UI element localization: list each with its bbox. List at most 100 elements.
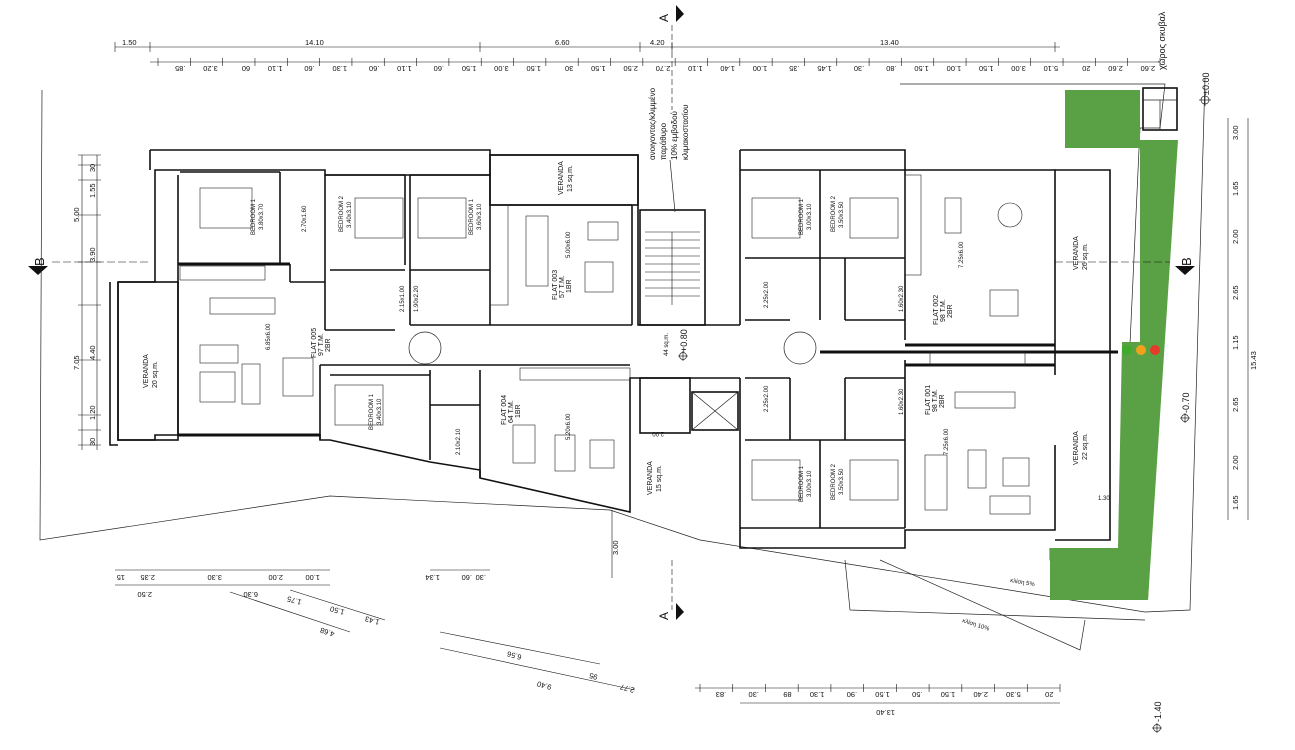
section-mark-a-bottom: A [657,560,684,620]
size-bath-h: 1.60x2.30 [899,388,905,415]
dim-top-part: 60 [242,64,250,73]
svg-text:13 sq.m.: 13 sq.m. [567,165,574,192]
dim-bl-12: 1.34 [425,573,440,582]
svg-text:22 sq.m.: 22 sq.m. [1082,433,1089,460]
dim-bottom-part: 2.40 [973,690,988,699]
dim-left-2: 1.55 [88,183,97,198]
svg-text:παράθυρο: παράθυρο [659,122,668,160]
size-bath-a: 2.70x1.60 [302,205,308,232]
svg-text:FLAT 005: FLAT 005 [311,328,318,358]
section-mark-a-top: A [657,5,684,110]
dim-top-part: 3.00 [1011,64,1026,73]
svg-text:+0.80: +0.80 [679,329,689,352]
label-bedroom2-a: BEDROOM 2 [339,195,345,232]
light-amber-icon [1136,345,1146,355]
dim-top-part: .60 [304,64,314,73]
dim-left-6: 4.40 [88,345,97,360]
dim-right-2: 1.65 [1231,181,1240,196]
svg-text:FLAT 001: FLAT 001 [925,385,932,415]
svg-text:FLAT 004: FLAT 004 [501,395,508,425]
size-living-003: 5.00x6.00 [566,231,572,258]
section-mark-b-left: B [28,257,150,275]
flat-003-label: FLAT 003 57 T.M. 1BR [552,270,573,300]
svg-text:κλιμακοστασίου: κλιμακοστασίου [681,104,690,160]
size-bedroom1-b: 3.60x3.10 [477,203,483,230]
flat-004-label: FLAT 004 64 T.M. 1BR [501,395,522,425]
dim-left-7: 1.20 [88,405,97,420]
dim-top-part: .80 [886,64,896,73]
label-bedroom1-b: BEDROOM 1 [469,198,475,235]
svg-text:1BR: 1BR [566,279,573,293]
dim-top-part: 20 [1082,64,1090,73]
dim-bottom-part: .30 [748,690,758,699]
label-bedroom1-d: BEDROOM 1 [369,393,375,430]
size-bedroom1-e: 3.00x3.10 [807,470,813,497]
dim-bc-1: 6.56 [506,649,522,661]
dim-right-7: 2.00 [1231,455,1240,470]
dim-bottom-part: 89 [783,690,791,699]
site-boundary [39,77,1206,613]
svg-text:B: B [32,257,47,266]
svg-text:B: B [1179,257,1194,266]
stair-notes: ανοιγοντας/κλιμμένο παράθυρο 10% εμβαδού… [648,87,690,213]
left-dimensions: 30 1.55 5.00 3.90 7.05 4.40 1.20 30 [72,154,101,450]
dim-top-part: 1.00 [947,64,962,73]
dim-left-4: 3.90 [88,247,97,262]
dim-right-8: 1.65 [1231,495,1240,510]
svg-text:2BR: 2BR [325,338,332,352]
svg-text:VERANDA: VERANDA [1073,431,1080,465]
dim-bottom-part: .50 [912,690,922,699]
dim-right-5: 1.15 [1231,335,1240,350]
section-mark-b-right: B [1055,257,1195,275]
dim-bc-4: 2.77 [619,682,635,694]
dim-bl-7: 6.30 [243,590,258,599]
svg-text:A: A [657,14,671,22]
dim-top-part: .35 [789,64,799,73]
dim-top-total-3: 6.60 [555,38,570,47]
dim-bl-9: 1.50 [329,604,345,616]
svg-text:20 sq.m.: 20 sq.m. [152,361,159,388]
dim-right-6: 2.65 [1231,397,1240,412]
dim-top-part: 1.50 [591,64,606,73]
dim-top-part: 5.10 [1044,64,1059,73]
dim-top-part: 1.50 [462,64,477,73]
dim-top-part: 30 [565,64,573,73]
dim-right-1: 3.00 [1231,125,1240,140]
slope-10: κλίση 10% [961,618,990,633]
size-living-005: 6.85x6.00 [266,323,272,350]
furniture [179,174,1031,515]
flat-001-label: FLAT 001 98 T.M. 2BR [925,385,946,415]
dim-left-8: 30 [88,438,97,446]
dim-bottom-part: 1.30 [810,690,825,699]
size-bedroom2-d: 3.50x3.50 [839,201,845,228]
svg-text:VERANDA: VERANDA [143,354,150,388]
svg-text:A: A [657,612,671,620]
dim-bc-3: 9.40 [536,679,552,691]
veranda-bottom: VERANDA 15 sq.m. [647,461,663,495]
dim-top-part: 1.00 [753,64,768,73]
svg-text:FLAT 003: FLAT 003 [552,270,559,300]
bottom-left-dimensions: 15 2.35 3.30 2.00 1.00 2.50 6.30 1.75 1.… [115,510,636,695]
svg-text:FLAT 002: FLAT 002 [933,295,940,325]
dim-top-part: .30 [854,64,864,73]
dim-left-3: 5.00 [72,207,81,222]
light-red-icon [1150,345,1160,355]
dim-left-1: 30 [88,164,97,172]
size-living-004: 5.20x6.00 [566,413,572,440]
flat-005-label: FLAT 005 97 T.M. 2BR [311,328,332,358]
size-bath-b: 2.15x1.00 [400,285,406,312]
dim-bottom-part: 1.50 [941,690,956,699]
dim-top-part: 1.50 [914,64,929,73]
dim-top-part: .60 [434,64,444,73]
dim-bl-14: .30 [476,573,486,582]
dim-bl-13: .60 [462,573,472,582]
svg-text:2BR: 2BR [947,304,954,318]
size-bedroom2-a: 3.40x3.10 [347,201,353,228]
svg-text:26 sq.m.: 26 sq.m. [1082,243,1089,270]
dim-top-part: .60 [369,64,379,73]
flat-002-label: FLAT 002 98 T.M. 2BR [933,295,954,325]
veranda-right-top: VERANDA 26 sq.m. [1073,236,1089,270]
veranda-note: 1.30 [1098,496,1110,502]
